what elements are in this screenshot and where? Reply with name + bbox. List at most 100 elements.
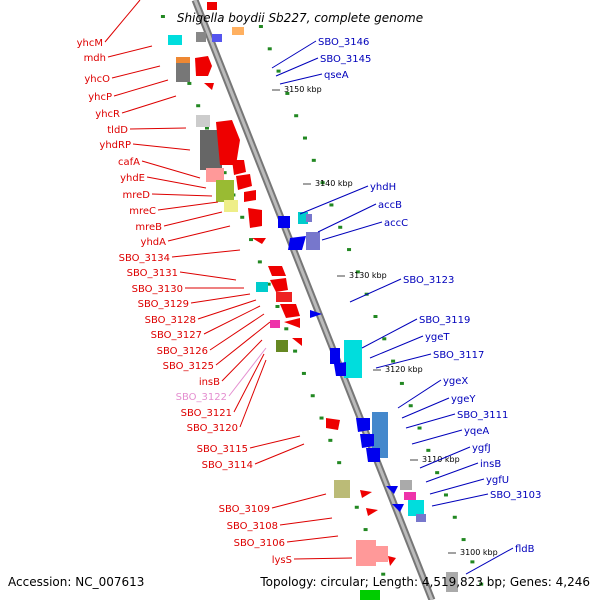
track-dot: [301, 371, 306, 375]
gene-label[interactable]: ygeX: [443, 376, 468, 387]
gene-leader-line: [249, 435, 301, 449]
gene-leader-line: [286, 535, 339, 543]
gene-leader-line: [429, 478, 485, 495]
gene-label[interactable]: mreD: [123, 190, 151, 201]
gene-label[interactable]: tldD: [107, 125, 128, 136]
track-dots: [160, 15, 484, 586]
gene-label[interactable]: SBO_3115: [197, 444, 248, 455]
gene-label[interactable]: yhcP: [88, 92, 112, 103]
genome-backbone: [191, 0, 436, 600]
gene-label[interactable]: ygeY: [451, 394, 476, 405]
gene-label[interactable]: SBO_3111: [457, 410, 508, 421]
gene-leader-line: [293, 557, 353, 560]
gene-label[interactable]: SBO_3134: [119, 253, 170, 264]
gene-label[interactable]: ygfJ: [472, 443, 491, 454]
track-dot: [187, 81, 192, 85]
gene-label[interactable]: insB: [199, 377, 220, 388]
gene-leader-line: [179, 271, 237, 281]
track-dot: [196, 104, 201, 108]
gene-label[interactable]: fldB: [515, 544, 535, 555]
gene-label[interactable]: SBO_3114: [202, 460, 253, 471]
track-dot: [426, 448, 431, 452]
gene-leader-line: [397, 379, 442, 409]
gene-label[interactable]: SBO_3103: [490, 490, 541, 501]
track-dot: [373, 315, 378, 318]
kbp-tick-label: 3120 kbp: [385, 365, 423, 374]
gene-label[interactable]: mreC: [129, 206, 156, 217]
gene-leader-line: [405, 413, 456, 429]
track-dot: [408, 404, 413, 408]
gene-label[interactable]: lysS: [272, 555, 292, 566]
track-dot: [382, 337, 387, 341]
gene-label[interactable]: yhdH: [370, 182, 396, 193]
track-dot: [452, 515, 457, 519]
topology-text: Topology: circular; Length: 4,519,823 bp…: [259, 575, 590, 589]
gene-leader-line: [104, 0, 141, 43]
gene-label[interactable]: accB: [378, 200, 402, 211]
gene-label[interactable]: SBO_3120: [187, 423, 238, 434]
gene-label[interactable]: ygeT: [425, 332, 450, 343]
gene-label[interactable]: yhdE: [120, 173, 145, 184]
track-dot: [204, 126, 209, 130]
gene-label[interactable]: SBO_3121: [181, 408, 232, 419]
gene-label[interactable]: yhcR: [95, 109, 120, 120]
gene-label[interactable]: SBO_3119: [419, 315, 470, 326]
gene-label[interactable]: cafA: [118, 157, 140, 168]
track-dot: [284, 327, 289, 331]
gene-label[interactable]: SBO_3130: [132, 284, 183, 295]
track-dot: [338, 225, 343, 229]
genome-title: Shigella boydii Sb227, complete genome: [177, 11, 423, 25]
track-dot: [266, 282, 271, 286]
gene-label[interactable]: yqeA: [464, 426, 489, 437]
gene-leader-line: [221, 339, 263, 382]
gene-leader-line: [279, 73, 323, 85]
gene-label[interactable]: qseA: [324, 70, 349, 81]
gene-leader-line: [425, 462, 479, 483]
gene-leader-line: [132, 143, 191, 151]
gene-label[interactable]: SBO_3109: [219, 504, 270, 515]
gene-label[interactable]: SBO_3106: [234, 538, 285, 549]
track-dot: [354, 505, 359, 509]
gene-leader-line: [141, 160, 201, 179]
gene-label[interactable]: SBO_3125: [163, 361, 214, 372]
gene-label[interactable]: ygfU: [486, 475, 509, 486]
gene-label[interactable]: mdh: [84, 53, 106, 64]
gene-label[interactable]: yhcO: [84, 74, 110, 85]
gene-leader-line: [113, 79, 169, 97]
gene-label[interactable]: SBO_3117: [433, 350, 484, 361]
gene-label[interactable]: insB: [480, 459, 501, 470]
gene-leader-line: [233, 353, 265, 413]
gene-label[interactable]: SBO_3126: [157, 346, 208, 357]
gene-label[interactable]: SBO_3131: [127, 268, 178, 279]
gene-leader-line: [299, 185, 369, 215]
gene-label[interactable]: SBO_3128: [145, 315, 196, 326]
gene-label[interactable]: SBO_3146: [318, 37, 369, 48]
gene-label[interactable]: SBO_3108: [227, 521, 278, 532]
gene-label[interactable]: yhdRP: [99, 140, 131, 151]
track-dot: [258, 25, 263, 28]
gene-leader-line: [228, 347, 267, 397]
gene-label[interactable]: accC: [384, 218, 408, 229]
track-dot: [222, 171, 227, 175]
gene-leader-line: [239, 359, 267, 428]
track-dot: [461, 538, 466, 542]
gene-leader-line: [275, 57, 319, 77]
gene-label[interactable]: SBO_3123: [403, 275, 454, 286]
gene-label[interactable]: SBO_3122: [176, 392, 227, 403]
gene-label[interactable]: yhcM: [77, 38, 103, 49]
track-dot: [310, 394, 315, 398]
gene-leader-line: [190, 293, 251, 304]
gene-label[interactable]: mreB: [135, 222, 162, 233]
track-dot: [276, 69, 281, 73]
gene-leader-line: [151, 193, 213, 197]
gene-label[interactable]: yhdA: [141, 237, 167, 248]
track-dot: [443, 493, 448, 497]
track-dot: [479, 582, 484, 586]
track-dot: [257, 260, 262, 264]
track-dot: [381, 572, 386, 576]
track-dot: [319, 416, 324, 420]
gene-leader-line: [279, 517, 333, 526]
gene-label[interactable]: SBO_3129: [138, 299, 189, 310]
gene-label[interactable]: SBO_3145: [320, 54, 371, 65]
gene-label[interactable]: SBO_3127: [151, 330, 202, 341]
